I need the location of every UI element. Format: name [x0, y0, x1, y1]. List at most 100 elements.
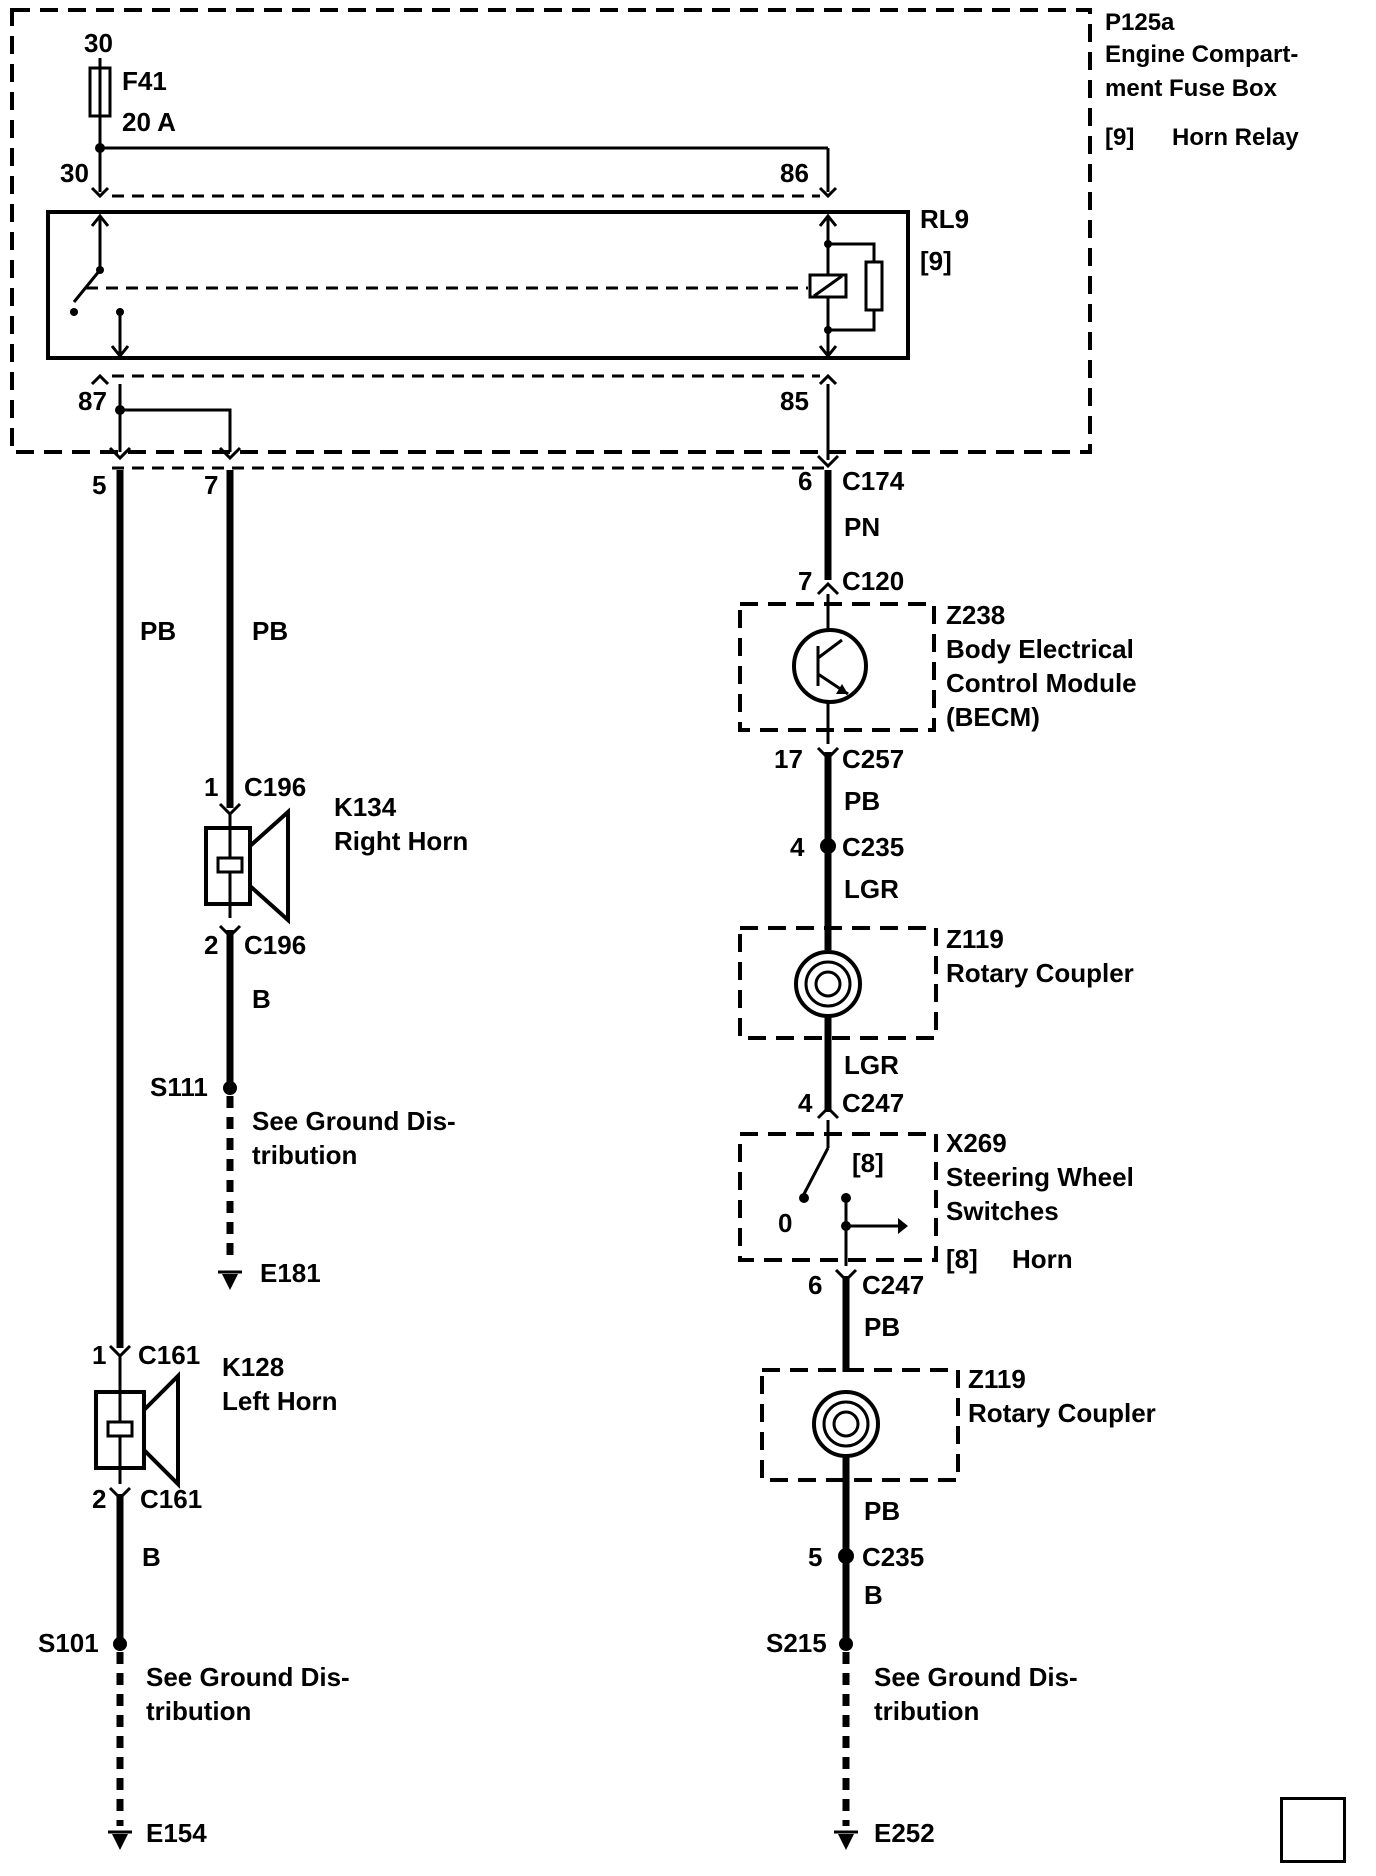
- k134-ground-color: B: [252, 984, 271, 1014]
- switch-horn-legend: Horn: [1012, 1244, 1073, 1274]
- c247b-pin: 6: [808, 1270, 822, 1300]
- rotary-coupler-2-id: Z119: [968, 1364, 1026, 1394]
- relay-contact-a: [70, 308, 78, 316]
- ground-e154-icon: [108, 1830, 132, 1850]
- wire-color-lgr-1: LGR: [844, 874, 899, 904]
- c257-pin: 17: [774, 744, 803, 774]
- c174-pin: 6: [798, 466, 812, 496]
- ground-e252-icon: [834, 1830, 858, 1850]
- k128-conn1: C161: [138, 1340, 200, 1370]
- fuse-rating: 20 A: [122, 107, 176, 137]
- k128-pin1: 1: [92, 1340, 106, 1370]
- c235b-dot: [838, 1548, 854, 1564]
- k134-conn2: C196: [244, 930, 306, 960]
- k134-ground-note-1: See Ground Dis-: [252, 1106, 456, 1136]
- k128-horn-bell: [142, 1371, 180, 1489]
- relay-out-arrow: [110, 345, 130, 359]
- becm-name-2: Control Module: [946, 668, 1137, 698]
- fuse-box-name-1: Engine Compart-: [1105, 41, 1298, 68]
- becm-transistor-icon: [792, 628, 868, 704]
- wire-color-pb-3: PB: [864, 1496, 900, 1526]
- rotary-coupler-1-name: Rotary Coupler: [946, 958, 1134, 988]
- switch-id: X269: [946, 1128, 1007, 1158]
- relay-ref: [9]: [920, 246, 952, 276]
- splice-s101-label: S101: [38, 1628, 99, 1658]
- k128-inner-coil: [106, 1420, 134, 1438]
- relay-name-legend: Horn Relay: [1172, 124, 1299, 151]
- wire-color-pb-1: PB: [844, 786, 880, 816]
- relay-coil-top-arrow: [818, 213, 838, 227]
- c247a-pin: 4: [798, 1088, 813, 1118]
- splice-s111-label: S111: [150, 1072, 208, 1102]
- c247a-label: C247: [842, 1088, 904, 1118]
- rotary-coupler-1-id: Z119: [946, 924, 1004, 954]
- relay-coil-diag: [813, 274, 843, 298]
- splice-s101: [113, 1637, 127, 1651]
- connector-30-mark: [90, 186, 110, 199]
- rotary-coupler-1-box: [738, 926, 938, 1040]
- c235a-label: C235: [842, 832, 904, 862]
- k134-inner-coil: [216, 856, 244, 874]
- rotary-coupler-2-name: Rotary Coupler: [968, 1398, 1156, 1428]
- relay-ref-legend: [9]: [1105, 124, 1134, 151]
- c235b-label: C235: [862, 1542, 924, 1572]
- k128-id: K128: [222, 1352, 284, 1382]
- ground-e181-icon: [218, 1270, 242, 1290]
- rotary-coupler-1-icon: [794, 950, 862, 1018]
- wire-color-b: B: [864, 1580, 883, 1610]
- k128-conn2: C161: [140, 1484, 202, 1514]
- wire-color-pb-left: PB: [140, 616, 176, 646]
- right-ground-note-2: tribution: [874, 1696, 979, 1726]
- relay-id: RL9: [920, 204, 969, 234]
- pin-5-label: 5: [92, 470, 106, 500]
- k134-ground-note-2: tribution: [252, 1140, 357, 1170]
- relay-in-arrow: [90, 213, 110, 227]
- switch-ref-inner: [8]: [852, 1148, 884, 1178]
- c247b-label: C247: [862, 1270, 924, 1300]
- splice-s215: [839, 1637, 853, 1651]
- k134-conn1: C196: [244, 772, 306, 802]
- relay-resistor-lead-bottom: [828, 310, 876, 332]
- connector-87-mark: [90, 373, 110, 386]
- fuse-box-name-2: ment Fuse Box: [1105, 75, 1278, 102]
- connector-85-mark: [818, 373, 838, 386]
- c120-mark: [816, 581, 840, 596]
- k134-pin2: 2: [204, 930, 218, 960]
- relay-suppression-resistor: [864, 260, 884, 312]
- relay-coil-bottom-arrow: [818, 345, 838, 359]
- fuse-box-outline: [10, 8, 1092, 454]
- wire-color-pn: PN: [844, 512, 880, 542]
- c247a-mark: [816, 1105, 840, 1120]
- fuse-id: F41: [122, 66, 167, 96]
- k128-ground-note-1: See Ground Dis-: [146, 1662, 350, 1692]
- pin5-mark: [108, 446, 132, 461]
- c235b-pin: 5: [808, 1542, 822, 1572]
- steering-switch-box: [738, 1132, 938, 1262]
- horn-switch-icon: [799, 1120, 908, 1266]
- relay-rl9-box: [46, 210, 910, 360]
- wire-87-branch: [120, 408, 232, 452]
- k134-horn-bell: [248, 807, 290, 925]
- relay-pin-87: 87: [78, 386, 107, 416]
- right-ground-note-1: See Ground Dis-: [874, 1662, 1078, 1692]
- k134-pin1: 1: [204, 772, 218, 802]
- becm-box: [738, 602, 936, 732]
- fuse-box-id: P125a: [1105, 9, 1175, 36]
- splice-s111: [223, 1081, 237, 1095]
- k128-ground-color: B: [142, 1542, 161, 1572]
- ground-e154-label: E154: [146, 1818, 207, 1848]
- fuse-terminal-bottom: 30: [60, 158, 89, 188]
- switch-name-2: Switches: [946, 1196, 1059, 1226]
- c235a-pin: 4: [790, 832, 805, 862]
- rotary-coupler-2-box: [760, 1368, 960, 1482]
- c120-label: C120: [842, 566, 904, 596]
- c257-label: C257: [842, 744, 904, 774]
- wire-color-pb-right: PB: [252, 616, 288, 646]
- becm-name-3: (BECM): [946, 702, 1040, 732]
- connector-86-mark: [818, 186, 838, 199]
- k128-ground-note-2: tribution: [146, 1696, 251, 1726]
- pin7-mark: [218, 446, 242, 461]
- c174-label: C174: [842, 466, 905, 496]
- fuse-terminal-top: 30: [84, 28, 113, 58]
